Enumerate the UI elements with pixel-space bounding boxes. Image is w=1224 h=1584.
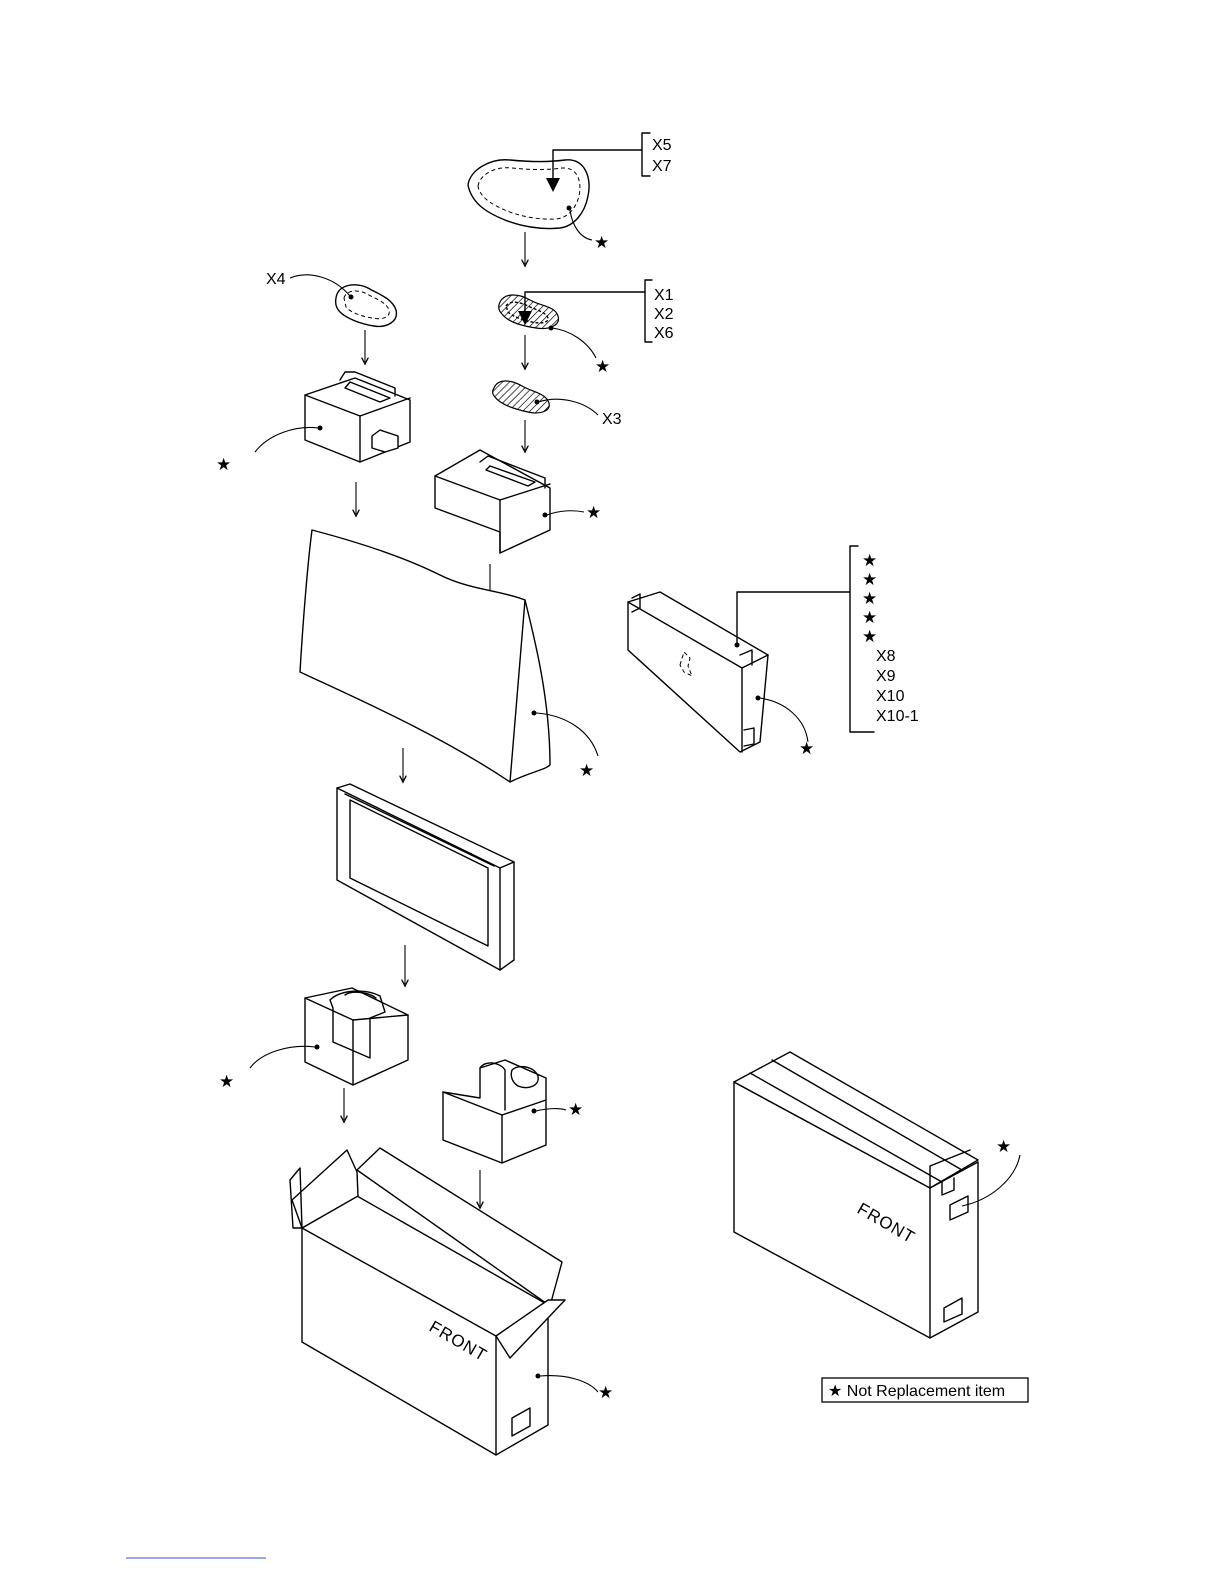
star-marker-pad: ★ [594,233,609,253]
star-marker-box-4: ★ [862,608,877,628]
star-marker-foam-top-right: ★ [586,503,601,523]
cushion-pad-top [468,160,589,229]
star-marker-foam-bottom-right: ★ [568,1100,583,1120]
callout-x10-1: X10-1 [876,708,919,725]
star-marker-accessory-box: ★ [799,739,814,759]
star-marker-carton-closed: ★ [996,1137,1011,1157]
callout-x9: X9 [876,668,896,685]
protective-sheet [300,530,550,782]
carton-open [290,1148,565,1455]
foam-cushion-bottom-left [305,988,408,1085]
callout-x4: X4 [266,271,286,288]
callout-x6: X6 [654,325,674,342]
star-marker-foam-bottom-left: ★ [219,1072,234,1092]
accessory-bag-x3 [493,381,550,413]
legend-text: ★ Not Replacement item [828,1383,1005,1400]
star-marker-box-5: ★ [862,627,877,647]
tv-set [337,784,514,970]
legend-box: ★ Not Replacement item [822,1378,1028,1402]
accessory-box [628,592,768,752]
foam-cushion-bottom-right [443,1060,546,1163]
foam-cushion-top-left [305,372,410,462]
star-marker-sheet: ★ [579,761,594,781]
accessory-bag-x1 [499,295,559,329]
star-marker-foam-top-left: ★ [216,455,231,475]
callout-x3: X3 [602,411,622,428]
callout-x10: X10 [876,688,905,705]
star-marker-bag: ★ [595,357,610,377]
carton-closed [734,1052,978,1338]
callout-x5: X5 [652,137,672,154]
callout-x2: X2 [654,306,674,323]
star-marker-box-2: ★ [862,570,877,590]
callout-x8: X8 [876,648,896,665]
star-marker-carton-open: ★ [598,1383,613,1403]
foam-cushion-top-right [435,450,550,553]
callout-x7: X7 [652,158,672,175]
callout-x1: X1 [654,287,674,304]
star-marker-box-3: ★ [862,589,877,609]
star-marker-box-1: ★ [862,551,877,571]
